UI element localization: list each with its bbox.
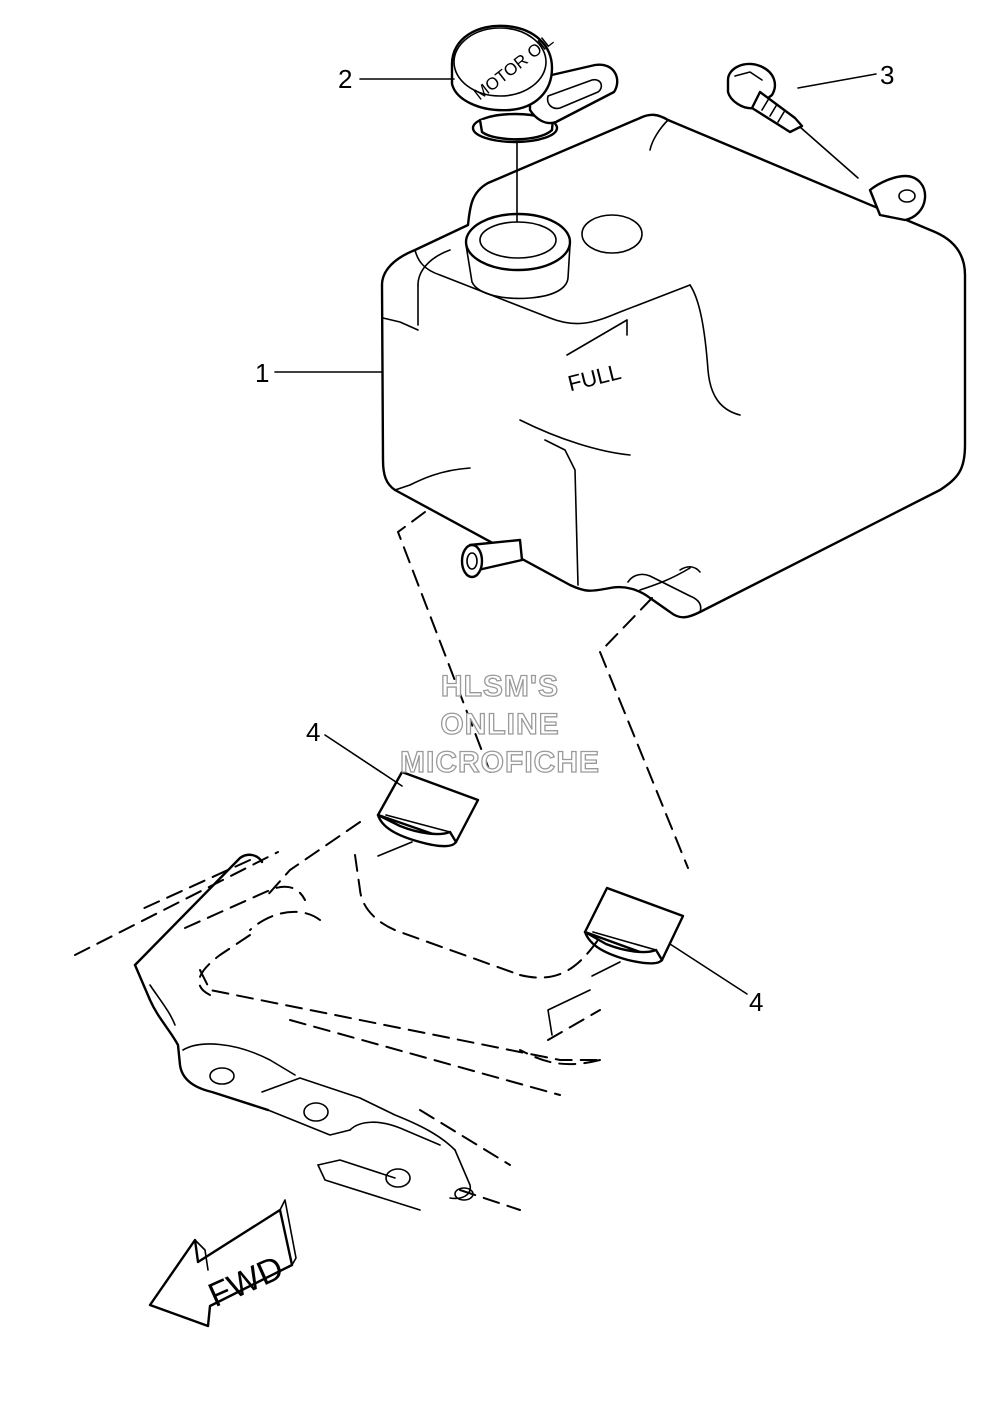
oil-outlet-spout (460, 538, 524, 579)
watermark-line-2: ONLINE (440, 708, 559, 741)
oil-cap: MOTOR OIL (450, 24, 619, 144)
watermark-line-3: MICROFICHE (400, 746, 600, 779)
callout-4-right: 4 (749, 987, 763, 1017)
callout-1: 1 (255, 358, 269, 388)
flange-bolt (726, 62, 804, 134)
callout-2: 2 (338, 64, 352, 94)
damper-right (583, 886, 685, 965)
callouts: 1 2 3 4 4 (255, 60, 894, 1017)
watermark: HLSM'S ONLINE MICROFICHE (399, 669, 600, 779)
level-window (581, 214, 643, 254)
callout-4-left: 4 (306, 717, 320, 747)
oil-tank: FULL (380, 113, 967, 619)
fwd-arrow-icon: FWD (148, 1199, 297, 1328)
filler-neck (464, 212, 572, 300)
callout-3: 3 (880, 60, 894, 90)
damper-left (376, 770, 480, 848)
frame-phantom (74, 821, 601, 1211)
watermark-line-1: HLSM'S (441, 670, 559, 703)
assembly-guides (377, 126, 859, 977)
